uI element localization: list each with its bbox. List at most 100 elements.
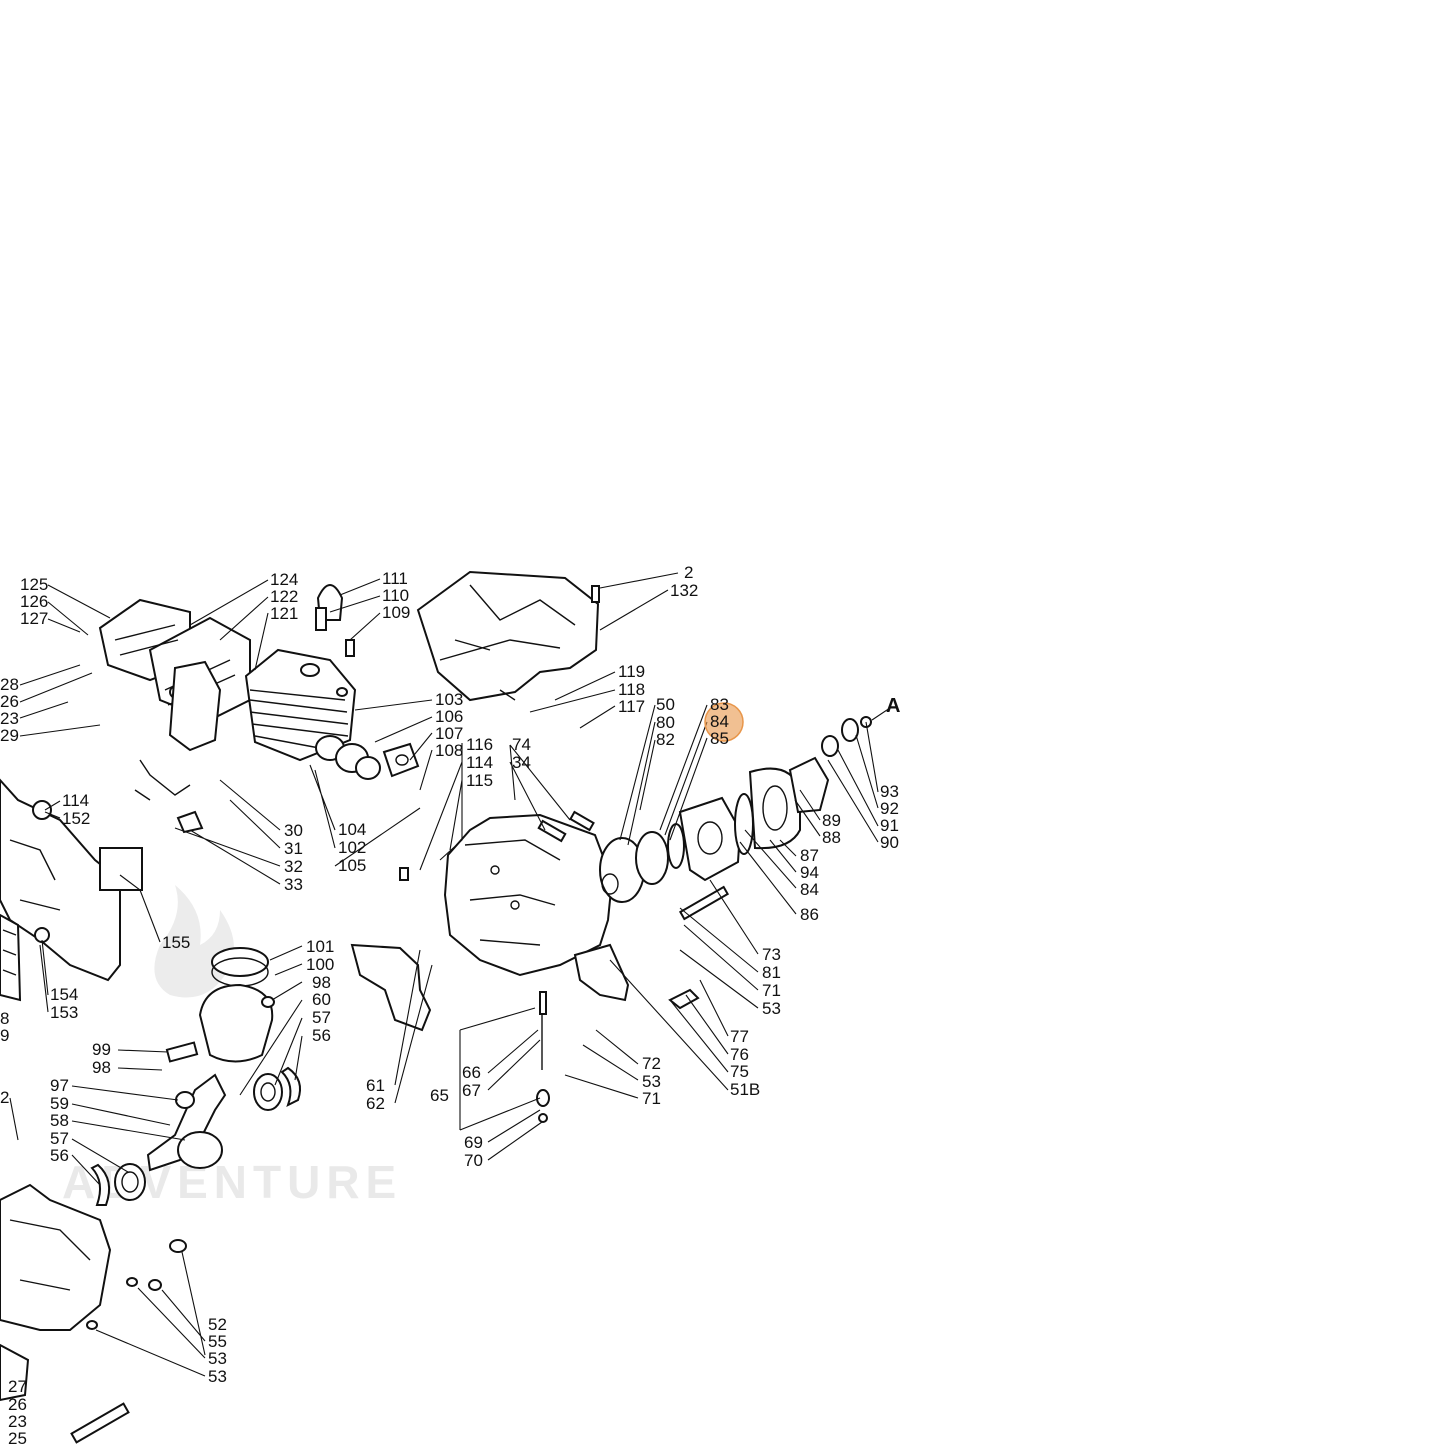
part-label: 23	[0, 709, 19, 728]
part-label: 102	[338, 838, 366, 857]
part-label: 60	[312, 990, 331, 1009]
part-label: 116	[466, 735, 493, 754]
part-label: 25	[8, 1429, 27, 1445]
ignition-coil-drawing	[134, 660, 222, 834]
bottom-housing-drawing	[0, 1183, 187, 1444]
part-label: 56	[50, 1146, 69, 1165]
part-label: 100	[306, 955, 334, 974]
part-label: 52	[208, 1315, 227, 1334]
part-label: 108	[435, 741, 463, 760]
part-label: 92	[880, 799, 899, 818]
part-label: 30	[284, 821, 303, 840]
part-label: 124	[270, 570, 298, 589]
part-label: 9	[0, 1026, 9, 1045]
part-label: 26	[0, 692, 19, 711]
part-label: 62	[366, 1094, 385, 1113]
part-label: 82	[656, 730, 675, 749]
part-label: 126	[20, 592, 48, 611]
part-label: 85	[710, 729, 729, 748]
part-label: 91	[880, 816, 899, 835]
part-label: 80	[656, 713, 675, 732]
part-label: 117	[618, 697, 645, 716]
part-label: 153	[50, 1003, 78, 1022]
part-label: 94	[800, 863, 819, 882]
part-label: 29	[0, 726, 19, 745]
part-label: 101	[306, 937, 334, 956]
part-label: 98	[92, 1058, 111, 1077]
highlight-marker-84	[704, 702, 744, 742]
reference-marker-arrow	[871, 707, 891, 721]
part-label: 118	[618, 680, 645, 699]
part-label: 106	[435, 707, 463, 726]
part-labels: 125 126 127 124 122 121 111 110 109 2 13…	[0, 563, 899, 1445]
part-label: 69	[464, 1133, 483, 1152]
part-label: 132	[670, 581, 698, 600]
part-label: 88	[822, 828, 841, 847]
part-label: 90	[880, 833, 899, 852]
reference-marker-a: A	[886, 695, 900, 717]
part-label: 53	[642, 1072, 661, 1091]
part-label: 65	[430, 1086, 449, 1105]
part-label: 121	[270, 604, 298, 623]
part-label: 76	[730, 1045, 749, 1064]
spark-plug-drawing	[315, 584, 355, 657]
left-housing-drawing	[0, 778, 143, 1002]
part-label: 33	[284, 875, 303, 894]
part-label: 122	[270, 587, 298, 606]
part-label: 23	[8, 1412, 27, 1431]
part-label: 61	[366, 1076, 385, 1095]
part-label: 8	[0, 1009, 9, 1028]
part-label: 125	[20, 575, 48, 594]
part-label: 103	[435, 690, 463, 709]
part-label: 77	[730, 1027, 749, 1046]
part-label: 155	[162, 933, 190, 952]
part-label: 154	[50, 985, 78, 1004]
part-label: 73	[762, 945, 781, 964]
part-label: 27	[8, 1377, 27, 1396]
part-label: 81	[762, 963, 781, 982]
part-label: 71	[762, 981, 781, 1000]
part-label: 56	[312, 1026, 331, 1045]
part-label: 53	[762, 999, 781, 1018]
cylinder-drawing	[244, 648, 357, 762]
part-label: 114	[62, 791, 89, 810]
part-label: 110	[382, 586, 409, 605]
part-label: 50	[656, 695, 675, 714]
part-label: 84	[710, 712, 729, 731]
part-label: 115	[466, 771, 493, 790]
part-label: 152	[62, 809, 90, 828]
part-label: 71	[642, 1089, 661, 1108]
part-label: 70	[464, 1151, 483, 1170]
intake-boot-drawing	[315, 735, 420, 780]
part-label: 53	[208, 1349, 227, 1368]
part-label: 127	[20, 609, 48, 628]
main-crankcase-drawing	[350, 810, 630, 1123]
part-label: 55	[208, 1332, 227, 1351]
part-label: 72	[642, 1054, 661, 1073]
part-label: 28	[0, 675, 19, 694]
part-label: 2	[0, 1088, 9, 1107]
part-label: 26	[8, 1395, 27, 1414]
part-label: 53	[208, 1367, 227, 1386]
part-label: 97	[50, 1076, 69, 1095]
part-label: 34	[512, 753, 531, 772]
part-label: 58	[50, 1111, 69, 1130]
part-label: 51B	[730, 1080, 760, 1099]
part-label: 104	[338, 820, 366, 839]
part-label: 84	[800, 880, 819, 899]
part-label: 98	[312, 973, 331, 992]
part-label: 107	[435, 724, 463, 743]
part-label: 75	[730, 1062, 749, 1081]
piston-drawing	[165, 947, 275, 1063]
part-label: 111	[382, 569, 408, 588]
part-label: 114	[466, 753, 493, 772]
part-label: 87	[800, 846, 819, 865]
part-label: 83	[710, 695, 729, 714]
part-label: 109	[382, 603, 410, 622]
part-label: 2	[684, 563, 693, 582]
part-label: 59	[50, 1094, 69, 1113]
part-label: 31	[284, 839, 303, 858]
part-label: 89	[822, 811, 841, 830]
part-label: 57	[50, 1129, 69, 1148]
